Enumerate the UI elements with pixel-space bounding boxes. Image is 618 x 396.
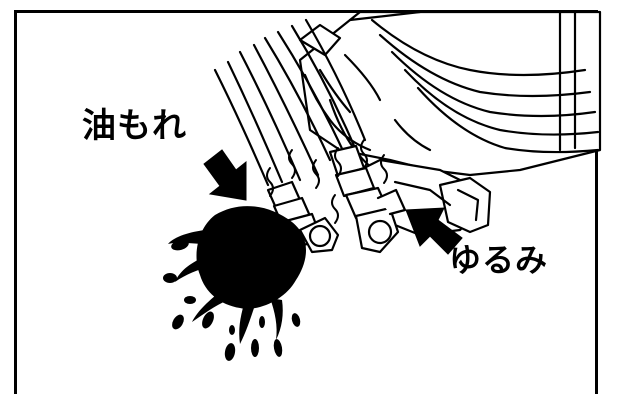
loose-label: ゆるみ (449, 241, 549, 279)
vibration-marks (266, 139, 388, 224)
loose-fitting (328, 144, 407, 254)
hoses (213, 18, 367, 187)
oil-leak-label: 油もれ (82, 106, 187, 146)
pointer-arrow-icon (203, 149, 247, 201)
pump-body (298, 10, 602, 177)
pointer-arrow-icon (405, 207, 463, 255)
valve-block (348, 158, 492, 237)
oil-splash-icon (163, 206, 306, 361)
